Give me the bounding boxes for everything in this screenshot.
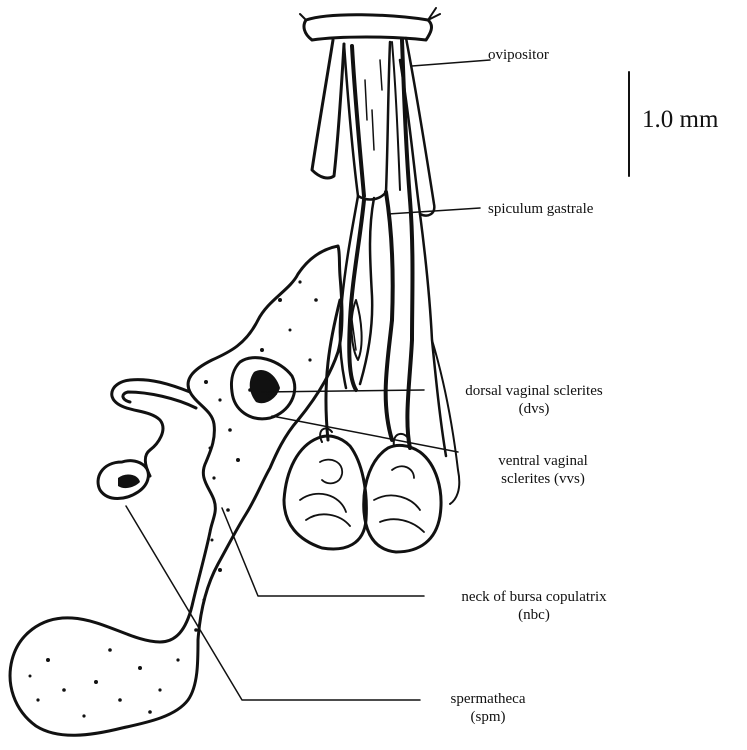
dorsal-vaginal-sclerite <box>231 358 294 419</box>
ovipositor-tip <box>304 15 432 40</box>
label-neck-of-bursa-copulatrix: neck of bursa copulatrix (nbc) <box>428 588 640 624</box>
bursa-speckles <box>29 280 318 717</box>
label-ventral-vaginal-sclerites: ventral vaginal sclerites (vvs) <box>468 452 618 488</box>
label-dorsal-vaginal-sclerites: dorsal vaginal sclerites (dvs) <box>428 382 640 418</box>
spiculum-gastrale-structure <box>340 192 393 390</box>
label-spermatheca: spermatheca (spm) <box>418 690 558 726</box>
spermatheca-structure <box>98 380 196 499</box>
bursa-copulatrix <box>10 246 342 735</box>
vvs-lobes <box>284 428 441 552</box>
ovipositor-shaft <box>312 38 434 216</box>
scale-bar-label: 1.0 mm <box>642 106 718 134</box>
label-spiculum-gastrale: spiculum gastrale <box>488 200 593 218</box>
label-ovipositor: ovipositor <box>488 46 549 64</box>
